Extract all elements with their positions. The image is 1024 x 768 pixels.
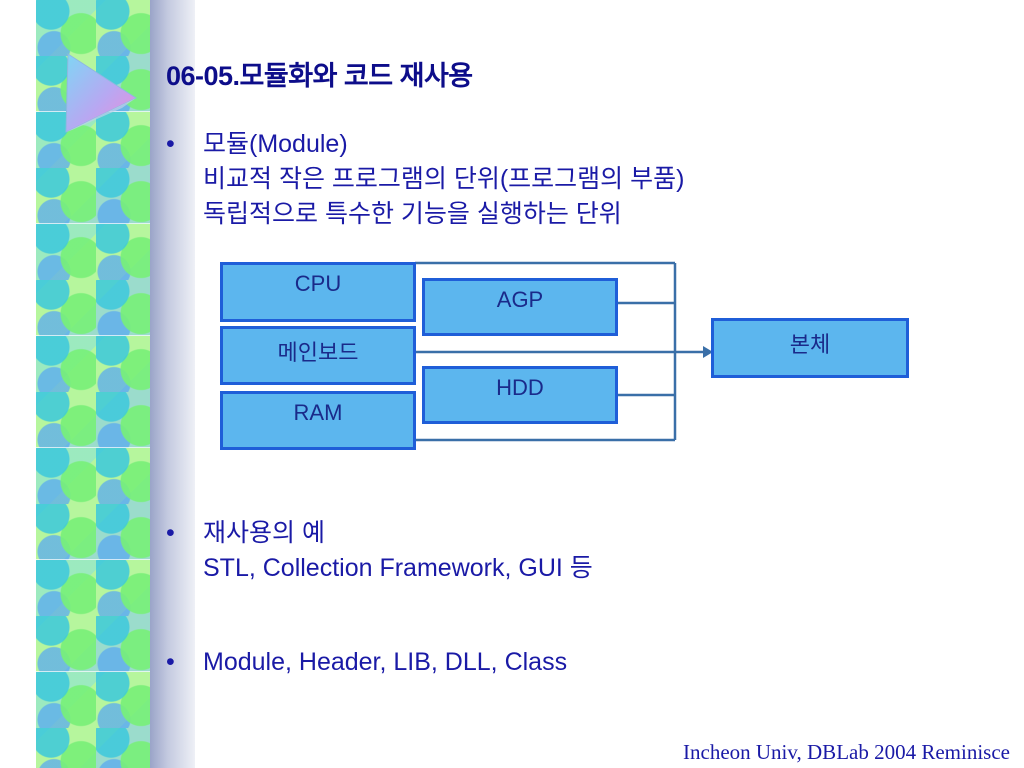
bullet-marker: •	[166, 648, 175, 676]
ram-box: RAM	[220, 391, 416, 450]
cpu-label: CPU	[294, 271, 342, 296]
tile-pattern	[36, 0, 156, 768]
strip-divider	[36, 223, 156, 224]
bullet-line: 독립적으로 특수한 기능을 실행하는 단위	[203, 200, 622, 228]
agp-label: AGP	[496, 287, 544, 312]
bullet-marker: •	[166, 130, 175, 158]
bullet-line: 재사용의 예	[203, 519, 325, 547]
hdd-box: HDD	[422, 366, 618, 424]
triangle-logo-icon	[65, 53, 138, 133]
body-label: 본체	[789, 332, 831, 357]
page-title: 06-05.모듈화와 코드 재사용	[166, 61, 473, 91]
mainboard-box: 메인보드	[220, 326, 416, 385]
strip-divider	[36, 559, 156, 560]
bullet-line: 비교적 작은 프로그램의 단위(프로그램의 부품)	[203, 165, 685, 193]
strip-divider	[36, 335, 156, 336]
bullet-line: 모듈(Module)	[203, 130, 348, 158]
cpu-box: CPU	[220, 262, 416, 322]
ram-label: RAM	[293, 400, 343, 425]
bullet-marker: •	[166, 519, 175, 547]
bullet-line: STL, Collection Framework, GUI 등	[203, 554, 593, 582]
body-box: 본체	[711, 318, 909, 378]
strip-divider	[36, 671, 156, 672]
strip-shade	[150, 0, 195, 768]
agp-box: AGP	[422, 278, 618, 336]
arrow-head-icon	[703, 346, 713, 358]
decorative-strip	[0, 0, 195, 768]
strip-divider	[36, 447, 156, 448]
footer-credit: Incheon Univ, DBLab 2004 Reminisce	[683, 740, 1010, 764]
mainboard-label: 메인보드	[277, 340, 359, 365]
hdd-label: HDD	[496, 375, 544, 400]
bullet-line: Module, Header, LIB, DLL, Class	[203, 648, 568, 676]
